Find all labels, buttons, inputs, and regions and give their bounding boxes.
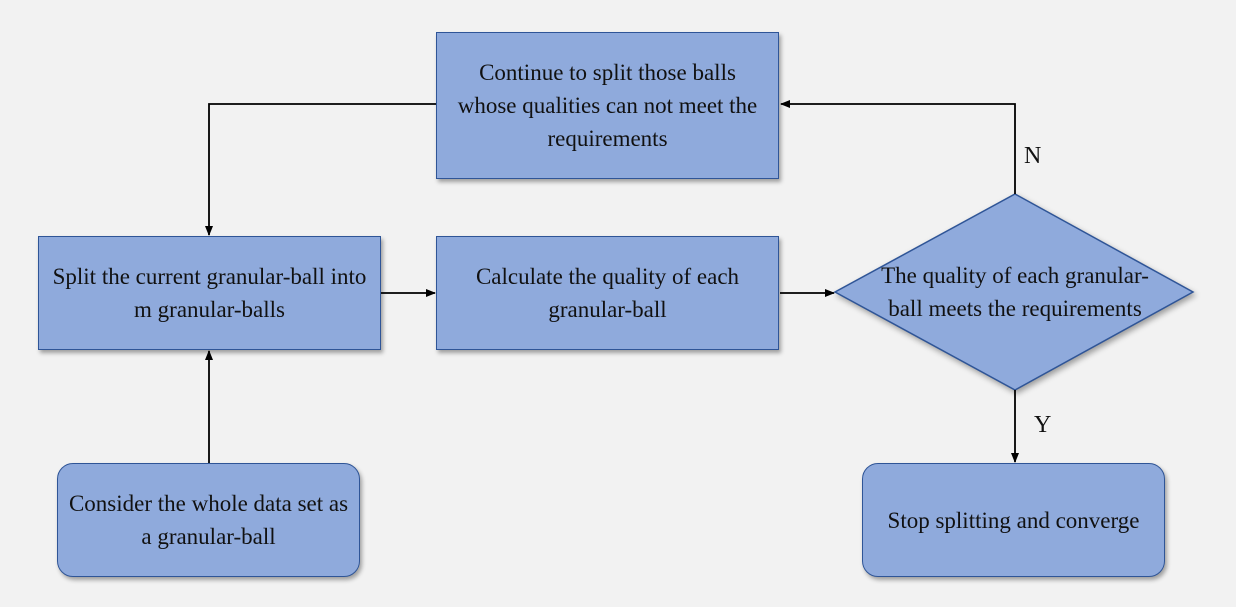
continue-split-text: Continue to split those balls whose qual… — [457, 60, 758, 151]
arrow-continue-to-split — [205, 103, 436, 236]
decision-text: The quality of each granular-ball meets … — [881, 263, 1149, 321]
split-current-box: Split the current granular-ball into m g… — [38, 236, 381, 350]
calculate-quality-text: Calculate the quality of each granular-b… — [475, 264, 740, 322]
split-current-text: Split the current granular-ball into m g… — [52, 264, 367, 322]
continue-split-box: Continue to split those balls whose qual… — [436, 32, 779, 179]
arrow-decision-no-to-continue — [780, 100, 1016, 194]
decision-text-wrap: The quality of each granular-ball meets … — [880, 240, 1150, 344]
stop-splitting-box: Stop splitting and converge — [862, 463, 1165, 577]
consider-whole-text: Consider the whole data set as a granula… — [68, 491, 349, 549]
calculate-quality-box: Calculate the quality of each granular-b… — [436, 236, 779, 350]
consider-whole-box: Consider the whole data set as a granula… — [57, 463, 360, 577]
no-label: N — [1024, 143, 1042, 169]
stop-splitting-text: Stop splitting and converge — [887, 507, 1140, 533]
yes-label: Y — [1034, 412, 1052, 438]
